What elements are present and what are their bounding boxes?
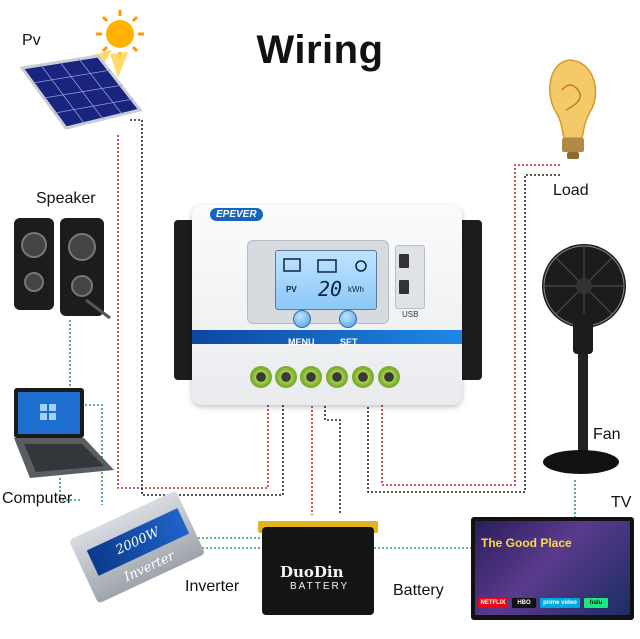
pv-wire-red [117, 135, 269, 489]
lcd-pv-label: PV [286, 285, 297, 294]
lcd-energy-unit: kWh [348, 285, 364, 294]
label-fan: Fan [593, 426, 621, 443]
terminal-4 [326, 366, 348, 388]
label-battery: Battery [393, 582, 444, 599]
tv-app-tile: prime video [540, 598, 580, 608]
tv-app-tile: HBO [512, 598, 536, 608]
tv-app-tile: hulu [584, 598, 608, 608]
computer-wire [59, 478, 80, 501]
lcd-panel-icon [283, 258, 301, 272]
set-button[interactable] [339, 310, 357, 328]
lcd-bulb-icon [355, 260, 367, 272]
label-pv: Pv [22, 32, 41, 49]
lightbulb-icon [549, 59, 597, 159]
label-tv: TV [611, 494, 632, 511]
set-label: SET [340, 337, 358, 347]
label-speaker: Speaker [36, 190, 96, 207]
label-inverter: Inverter [185, 578, 240, 595]
usb-panel [395, 245, 425, 309]
tv-headline: The Good Place [481, 536, 572, 550]
tv-app-tile: NETFLIX [478, 598, 508, 608]
terminal-6 [378, 366, 400, 388]
usb-port-2[interactable] [399, 280, 409, 294]
load-wire-black [367, 174, 560, 493]
menu-button[interactable] [293, 310, 311, 328]
pv-wire-black [130, 119, 284, 496]
diagram-title: Wiring [256, 28, 384, 72]
controller-accent-band [192, 330, 462, 344]
label-computer: Computer [2, 490, 73, 507]
lcd-screen [275, 250, 377, 310]
fan-icon [542, 244, 626, 474]
usb-label: USB [402, 310, 419, 319]
terminal-5 [352, 366, 374, 388]
terminal-2 [275, 366, 297, 388]
battery-body [262, 527, 374, 615]
lcd-icons [283, 258, 367, 273]
speaker-icon [14, 218, 111, 320]
solar-panel-icon [19, 54, 143, 130]
lcd-battery-icon [317, 259, 337, 273]
usb-port-1[interactable] [399, 254, 409, 268]
speaker-wire [69, 320, 103, 505]
label-load: Load [553, 182, 589, 199]
load-wire-red [381, 164, 560, 486]
sun-icon [90, 10, 144, 78]
terminal-1 [250, 366, 272, 388]
laptop-icon [14, 388, 114, 478]
battery-brand-sub: BATTERY [290, 581, 350, 592]
terminal-3 [300, 366, 322, 388]
battery-brand: DuoDin [280, 563, 344, 581]
menu-label: MENU [288, 337, 315, 347]
lcd-energy-value: 20 [318, 277, 343, 301]
controller-brand: EPEVER [210, 208, 263, 221]
